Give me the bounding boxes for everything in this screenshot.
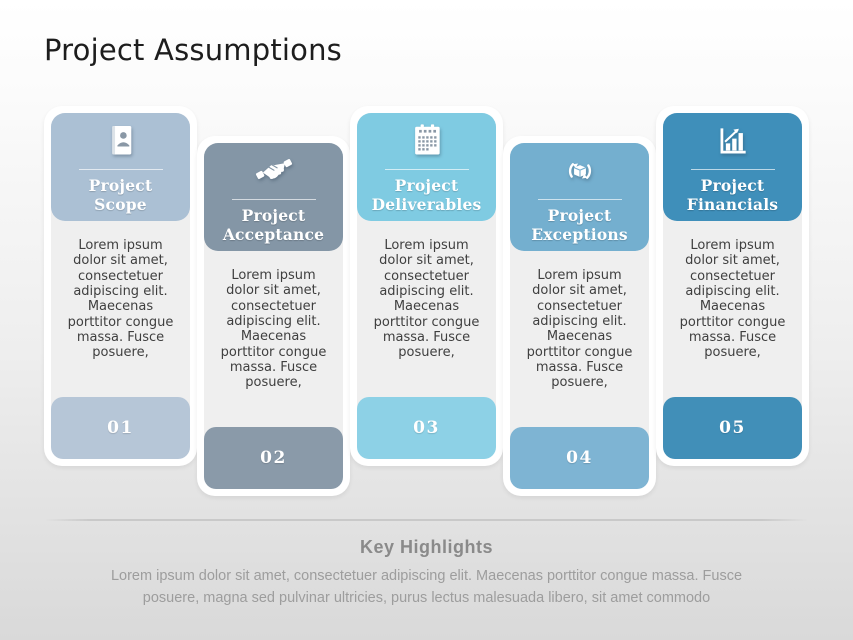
header-divider — [690, 169, 775, 170]
card-inner: Project Deliverables Lorem ipsum dolor s… — [357, 113, 496, 459]
card-inner: Project Acceptance Lorem ipsum dolor sit… — [204, 143, 343, 489]
card-number-badge: 03 — [357, 397, 496, 459]
card-inner: Project Scope Lorem ipsum dolor sit amet… — [51, 113, 190, 459]
key-highlights-title: Key Highlights — [359, 537, 493, 557]
card-header: Project Deliverables — [357, 113, 496, 221]
card-title: Project Scope — [88, 176, 153, 214]
section-divider — [45, 519, 808, 521]
columns: Project Scope Lorem ipsum dolor sit amet… — [44, 106, 809, 496]
card-title: Project Deliverables — [371, 176, 482, 214]
header-divider — [537, 199, 622, 200]
contact-card-icon — [111, 125, 131, 155]
card-title: Project Acceptance — [222, 206, 325, 244]
card-header: Project Exceptions — [510, 143, 649, 251]
card-body-text: Lorem ipsum dolor sit amet, consectetuer… — [67, 238, 174, 361]
card-title: Project Financials — [686, 176, 779, 214]
bar-chart-icon — [720, 128, 746, 154]
card-body-text: Lorem ipsum dolor sit amet, consectetuer… — [373, 238, 480, 361]
card-number-badge: 05 — [663, 397, 802, 459]
card-body-text: Lorem ipsum dolor sit amet, consectetuer… — [526, 268, 633, 391]
card-inner: Project Financials Lorem ipsum dolor sit… — [663, 113, 802, 459]
card-header: Project Acceptance — [204, 143, 343, 251]
key-highlights-text: Lorem ipsum dolor sit amet, consectetuer… — [110, 568, 743, 606]
card-inner: Project Exceptions Lorem ipsum dolor sit… — [510, 143, 649, 489]
card-number-badge: 04 — [510, 427, 649, 489]
card-number-badge: 02 — [204, 427, 343, 489]
handshake-icon — [255, 159, 292, 180]
page-title: Project Assumptions — [44, 33, 342, 67]
column-card: Project Financials Lorem ipsum dolor sit… — [656, 106, 809, 466]
column-card: Project Deliverables Lorem ipsum dolor s… — [350, 106, 503, 466]
column-card: Project Scope Lorem ipsum dolor sit amet… — [44, 106, 197, 466]
calendar-icon — [414, 124, 440, 155]
header-divider — [231, 199, 316, 200]
cycle-box-icon — [568, 163, 591, 179]
card-header: Project Scope — [51, 113, 190, 221]
card-body-text: Lorem ipsum dolor sit amet, consectetuer… — [220, 268, 327, 391]
header-divider — [78, 169, 163, 170]
card-number-badge: 01 — [51, 397, 190, 459]
card-body-text: Lorem ipsum dolor sit amet, consectetuer… — [679, 238, 786, 361]
column-card: Project Exceptions Lorem ipsum dolor sit… — [503, 136, 656, 496]
card-title: Project Exceptions — [531, 206, 628, 244]
column-card: Project Acceptance Lorem ipsum dolor sit… — [197, 136, 350, 496]
card-header: Project Financials — [663, 113, 802, 221]
header-divider — [384, 169, 469, 170]
